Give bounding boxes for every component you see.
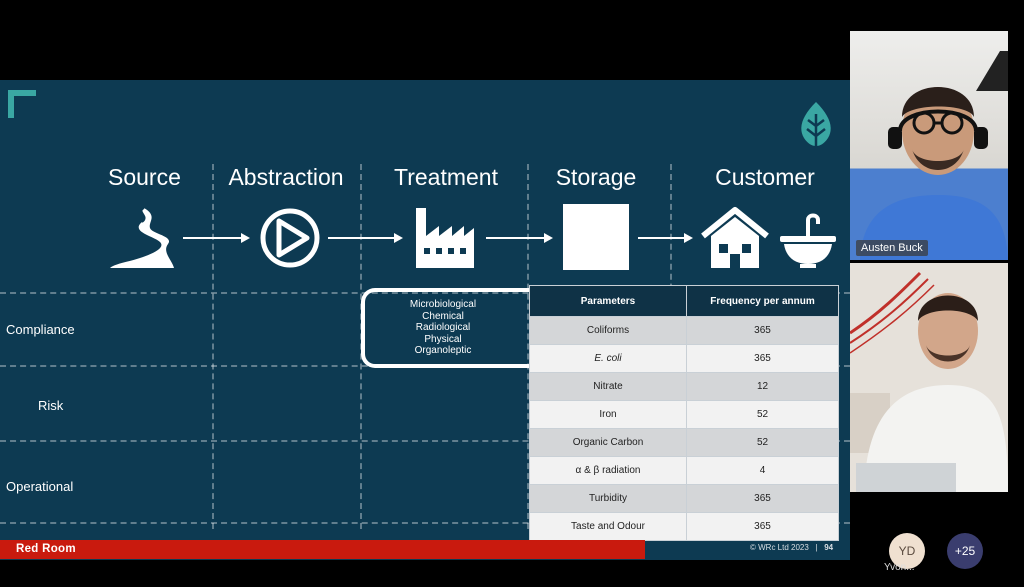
participant-video[interactable]	[850, 263, 1008, 492]
table-cell: Iron	[529, 400, 687, 429]
parameter-group-list: Microbiological Chemical Radiological Ph…	[385, 299, 501, 357]
dashed-divider	[527, 164, 529, 529]
table-row: α & β radiation 4	[529, 456, 839, 485]
room-banner: Red Room	[0, 540, 645, 559]
table-header: Parameters	[529, 285, 687, 317]
stage-storage: Storage	[555, 164, 637, 190]
person-silhouette-icon	[860, 51, 1008, 260]
row-label-risk: Risk	[38, 398, 64, 413]
pump-icon	[260, 208, 320, 268]
parameter-group: Microbiological	[409, 299, 477, 310]
table-cell: 365	[686, 344, 839, 373]
table-cell: Coliforms	[529, 316, 687, 345]
parameters-table: Parameters Frequency per annum Coliforms…	[529, 285, 839, 541]
copyright-text: © WRc Ltd 2023	[750, 543, 809, 552]
table-row: E. coli 365	[529, 344, 839, 373]
parameter-group: Radiological	[415, 322, 471, 333]
table-row: Organic Carbon 52	[529, 428, 839, 457]
table-cell: 365	[686, 512, 839, 541]
participant-avatar[interactable]: YD	[889, 533, 925, 569]
house-icon	[701, 207, 769, 268]
table-cell: 52	[686, 428, 839, 457]
table-cell: E. coli	[529, 344, 687, 373]
slide-footer: © WRc Ltd 2023 | 94	[750, 543, 833, 552]
corner-bracket-decoration	[8, 90, 36, 118]
row-label-compliance: Compliance	[6, 322, 75, 337]
table-cell: Organic Carbon	[529, 428, 687, 457]
storage-tank-icon	[563, 204, 629, 270]
table-cell: 52	[686, 400, 839, 429]
page-number: 94	[824, 543, 834, 552]
table-header: Frequency per annum	[686, 285, 839, 317]
stage-treatment: Treatment	[394, 164, 498, 190]
parameter-group: Organoleptic	[414, 345, 472, 356]
presentation-slide: Source Abstraction Treatment Storage Cus…	[0, 80, 850, 560]
stage-source: Source	[108, 164, 181, 190]
footer-separator: |	[815, 543, 818, 552]
dashed-divider	[0, 292, 850, 294]
participant-video-speaker[interactable]	[850, 31, 1008, 260]
leaf-logo-icon	[801, 102, 831, 150]
factory-icon	[416, 208, 474, 268]
more-participants-button[interactable]: +25	[947, 533, 983, 569]
stage-abstraction: Abstraction	[228, 164, 344, 190]
table-cell: Nitrate	[529, 372, 687, 401]
dashed-divider	[212, 164, 214, 529]
table-row: Nitrate 12	[529, 372, 839, 401]
table-cell: 4	[686, 456, 839, 485]
dashed-divider	[0, 522, 850, 524]
table-cell: 12	[686, 372, 839, 401]
river-icon	[110, 207, 174, 268]
flow-arrow	[486, 233, 553, 243]
table-cell: Turbidity	[529, 484, 687, 513]
table-row: Iron 52	[529, 400, 839, 429]
participant-avatar-label: Yvon...	[884, 562, 915, 573]
stage-customer: Customer	[715, 164, 815, 190]
table-cell: α & β radiation	[529, 456, 687, 485]
table-row: Coliforms 365	[529, 316, 839, 345]
sink-icon	[780, 213, 836, 268]
table-row: Taste and Odour 365	[529, 512, 839, 541]
flow-arrow	[638, 233, 693, 243]
person-silhouette-icon	[850, 271, 1008, 492]
room-name: Red Room	[16, 543, 76, 555]
flow-arrow	[328, 233, 403, 243]
flow-arrow	[183, 233, 250, 243]
parameter-bracket	[361, 288, 551, 368]
table-row: Turbidity 365	[529, 484, 839, 513]
row-label-operational: Operational	[6, 479, 74, 494]
parameter-group: Physical	[424, 333, 462, 345]
participant-name-tag: Austen Buck	[856, 240, 928, 256]
parameter-group: Chemical	[422, 310, 464, 322]
table-cell: Taste and Odour	[529, 512, 687, 541]
dashed-divider	[0, 440, 850, 442]
table-cell: 365	[686, 484, 839, 513]
table-cell: 365	[686, 316, 839, 345]
